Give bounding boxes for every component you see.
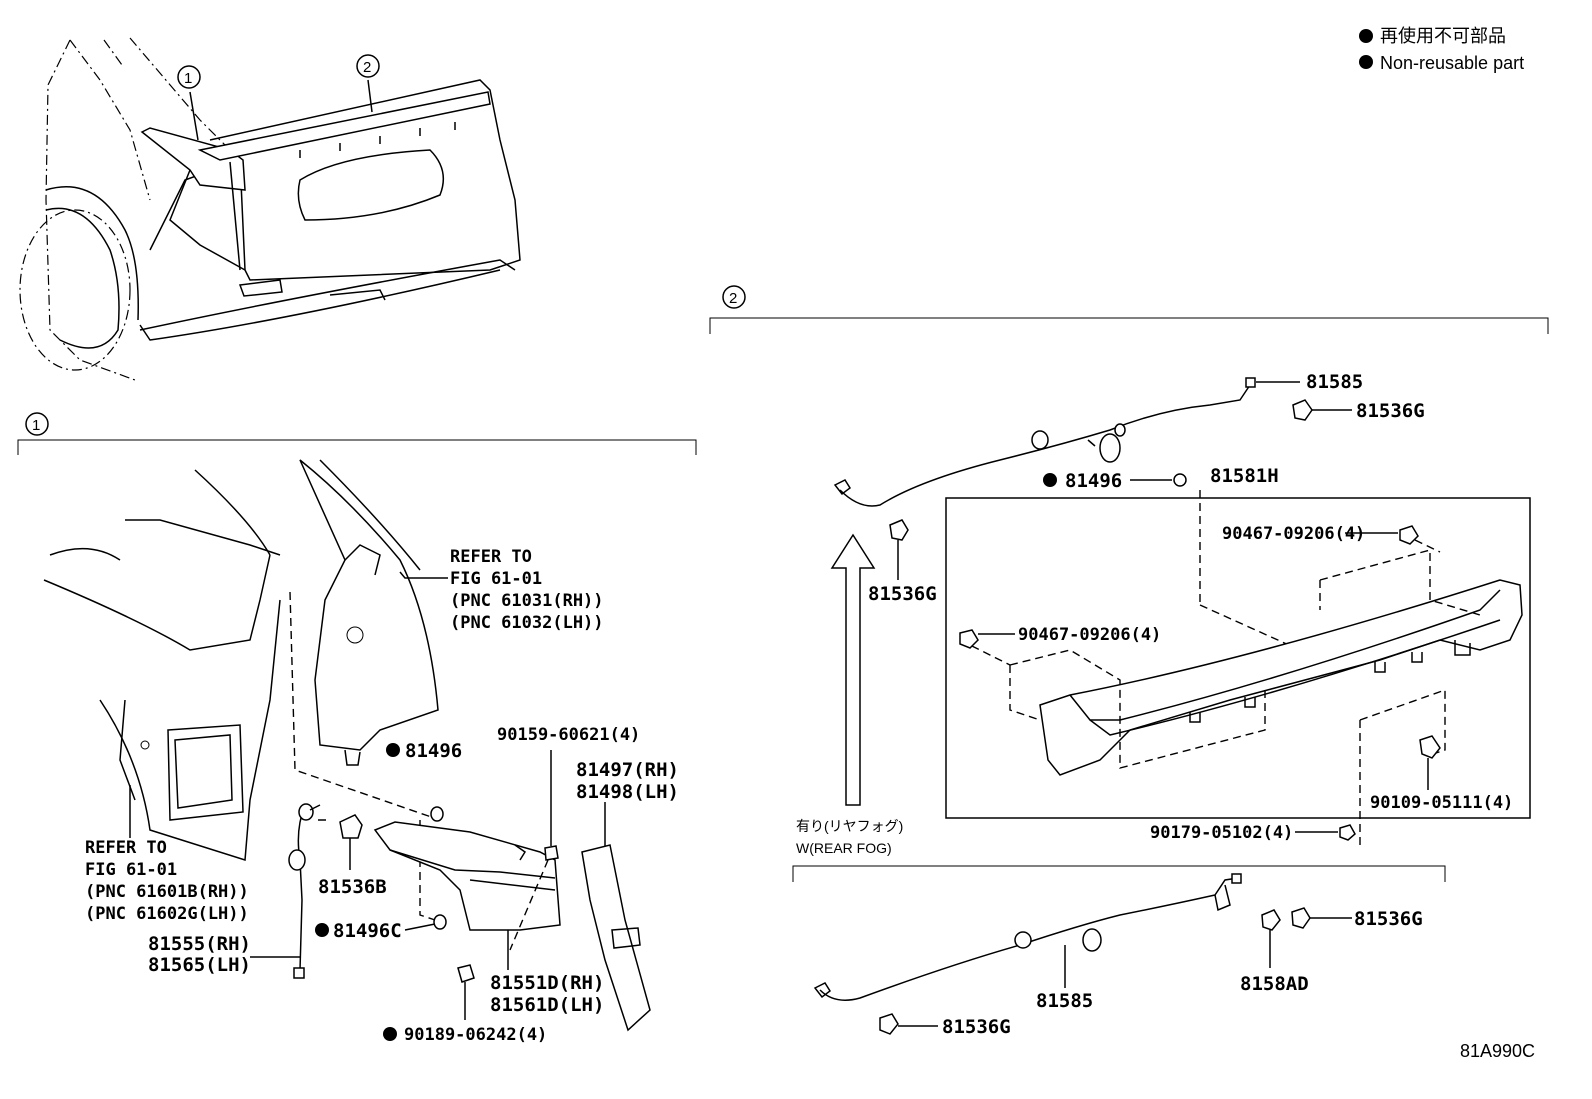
clip-81536G-bot bbox=[879, 1013, 938, 1035]
section-2: 2 bbox=[709, 285, 1549, 1038]
label-81551D: 81551D(RH) bbox=[490, 972, 604, 994]
quarter-panel bbox=[43, 469, 281, 861]
label-81496-s2: 81496 bbox=[1065, 470, 1122, 492]
clip-8158AD bbox=[1261, 909, 1281, 968]
legend: 再使用不可部品 Non-reusable part bbox=[1359, 26, 1524, 73]
refer-a-line-3: (PNC 61032(LH)) bbox=[450, 613, 604, 633]
grommet-81496-s2 bbox=[1173, 473, 1187, 487]
refer-a-line-0: REFER TO bbox=[450, 547, 532, 567]
non-reusable-dot-icon bbox=[1043, 473, 1057, 487]
non-reusable-dot-icon bbox=[315, 923, 329, 937]
rear-fog-jp: 有り(リヤフォグ) bbox=[796, 818, 903, 834]
refer-b-line-0: REFER TO bbox=[85, 838, 167, 858]
refer-b-line-2: (PNC 61601B(RH)) bbox=[85, 882, 249, 902]
pillar-trim-81497 bbox=[581, 802, 651, 1032]
label-81498: 81498(LH) bbox=[576, 781, 679, 803]
label-81555: 81555(RH) bbox=[148, 933, 251, 955]
label-81497: 81497(RH) bbox=[576, 759, 679, 781]
wire-harness-81585-top bbox=[833, 377, 1300, 507]
callout-2-top: 2 bbox=[363, 59, 371, 76]
arrow-up-icon bbox=[830, 533, 876, 806]
label-81536G-bot: 81536G bbox=[942, 1016, 1011, 1038]
legend-en: Non-reusable part bbox=[1380, 53, 1524, 73]
garnish-81581H bbox=[1039, 579, 1523, 776]
section-2-callout: 2 bbox=[729, 290, 737, 307]
label-90159: 90159-60621(4) bbox=[497, 725, 640, 745]
nut-90467-a bbox=[1399, 525, 1419, 545]
rear-fog-en: W(REAR FOG) bbox=[796, 840, 892, 856]
refer-a-line-1: FIG 61-01 bbox=[450, 569, 542, 589]
refer-b-line-1: FIG 61-01 bbox=[85, 860, 177, 880]
label-8158AD: 8158AD bbox=[1240, 973, 1309, 995]
label-90179: 90179-05102(4) bbox=[1150, 823, 1293, 843]
nut-90467-b bbox=[959, 629, 979, 649]
screw-90189 bbox=[457, 964, 475, 1020]
callout-1-top: 1 bbox=[184, 70, 192, 87]
label-90467-a: 90467-09206(4) bbox=[1222, 524, 1365, 544]
figure-code: 81A990C bbox=[1460, 1041, 1535, 1061]
label-81536B: 81536B bbox=[318, 876, 387, 898]
label-90109: 90109-05111(4) bbox=[1370, 793, 1513, 813]
clip-81536G-top bbox=[1292, 399, 1352, 421]
tail-lamp-81551D bbox=[373, 821, 561, 970]
refer-a-line-2: (PNC 61031(RH)) bbox=[450, 591, 604, 611]
label-81581H: 81581H bbox=[1210, 465, 1279, 487]
grommet-81496 bbox=[419, 806, 447, 930]
clip-81536G-left bbox=[889, 519, 909, 580]
inner-panel bbox=[299, 459, 439, 766]
legend-dot-icon bbox=[1359, 29, 1373, 43]
wire-harness-81555 bbox=[250, 803, 326, 979]
clip-81536G-mid bbox=[1291, 907, 1352, 929]
label-81496: 81496 bbox=[405, 740, 462, 762]
label-81536G-mid: 81536G bbox=[1354, 908, 1423, 930]
legend-dot-icon bbox=[1359, 55, 1373, 69]
label-81536G-top: 81536G bbox=[1356, 400, 1425, 422]
label-90467-b: 90467-09206(4) bbox=[1018, 625, 1161, 645]
label-81585-bot: 81585 bbox=[1036, 990, 1093, 1012]
section-1-callout: 1 bbox=[32, 417, 40, 434]
non-reusable-dot-icon bbox=[386, 743, 400, 757]
assembly-box bbox=[945, 497, 1531, 819]
label-81496C: 81496C bbox=[333, 920, 402, 942]
wire-harness-81585-bot bbox=[813, 873, 1242, 1001]
screw-90179 bbox=[1339, 824, 1356, 841]
section-1: 1 REFER TO FIG 61-01 (PNC 61031(RH)) (PN bbox=[17, 412, 697, 1045]
label-90189: 90189-06242(4) bbox=[404, 1025, 547, 1045]
bolt-90109 bbox=[1419, 735, 1441, 759]
label-81561D: 81561D(LH) bbox=[490, 994, 604, 1016]
clip-81536B bbox=[339, 814, 363, 870]
refer-b-line-3: (PNC 61602G(LH)) bbox=[85, 904, 249, 924]
screw-90159 bbox=[509, 750, 559, 951]
overview-car-rear: 1 2 bbox=[19, 37, 521, 381]
label-81585-top: 81585 bbox=[1306, 371, 1363, 393]
label-81536G-left: 81536G bbox=[868, 583, 937, 605]
non-reusable-dot-icon bbox=[383, 1027, 397, 1041]
legend-jp: 再使用不可部品 bbox=[1380, 26, 1506, 46]
label-81565: 81565(LH) bbox=[148, 954, 251, 976]
